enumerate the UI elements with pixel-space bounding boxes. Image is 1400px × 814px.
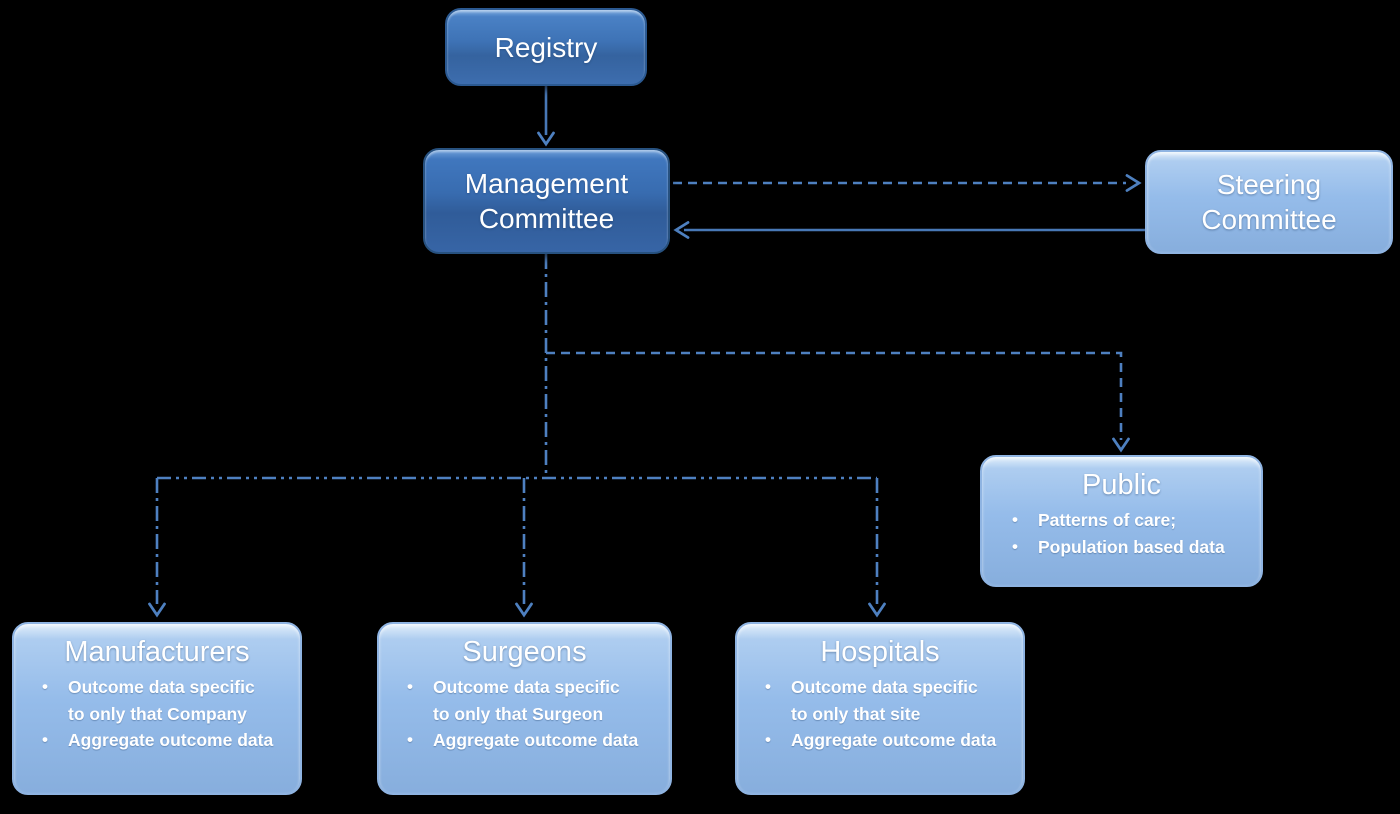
steering-committee-title: Steering Committee [1201,169,1337,235]
node-surgeons: Surgeons Outcome data specific to only t… [377,622,672,795]
hospitals-bullets: Outcome data specific to only that site … [741,674,1019,753]
public-title: Public [1082,469,1161,501]
edge-management-to-public-line [546,351,1123,440]
public-bullet: Patterns of care; [1008,507,1247,533]
node-hospitals: Hospitals Outcome data specific to only … [735,622,1025,795]
hospitals-bullet: Outcome data specific to only that site [761,674,999,727]
hospitals-bullet: Aggregate outcome data [761,727,999,753]
manufacturers-bullet: Aggregate outcome data [38,727,276,753]
node-management-committee: Management Committee [423,148,670,254]
public-bullet: Population based data [1008,534,1247,560]
node-manufacturers: Manufacturers Outcome data specific to o… [12,622,302,795]
edge-steering-to-management-arrowhead [673,221,690,239]
manufacturers-title: Manufacturers [64,636,250,668]
surgeons-bullet: Aggregate outcome data [403,727,641,753]
edge-management-to-public-arrowhead [1112,437,1130,453]
node-public: Public Patterns of care; Population base… [980,455,1263,587]
surgeons-title: Surgeons [462,636,587,668]
manufacturers-bullets: Outcome data specific to only that Compa… [18,674,296,753]
edge-management-to-steering-arrowhead [1125,174,1142,192]
edge-registry-to-management-arrowhead [537,131,555,147]
edge-to-hospitals-arrowhead [868,602,886,618]
edge-to-surgeons-arrowhead [515,602,533,618]
management-committee-title: Management Committee [464,168,629,234]
surgeons-bullets: Outcome data specific to only that Surge… [383,674,666,753]
node-registry: Registry [445,8,647,86]
public-bullets: Patterns of care; Population based data [988,507,1255,560]
registry-title: Registry [494,31,598,63]
node-steering-committee: Steering Committee [1145,150,1393,254]
manufacturers-bullet: Outcome data specific to only that Compa… [38,674,276,727]
surgeons-bullet: Outcome data specific to only that Surge… [403,674,641,727]
edge-to-manufacturers-arrowhead [148,602,166,618]
hospitals-title: Hospitals [820,636,940,668]
